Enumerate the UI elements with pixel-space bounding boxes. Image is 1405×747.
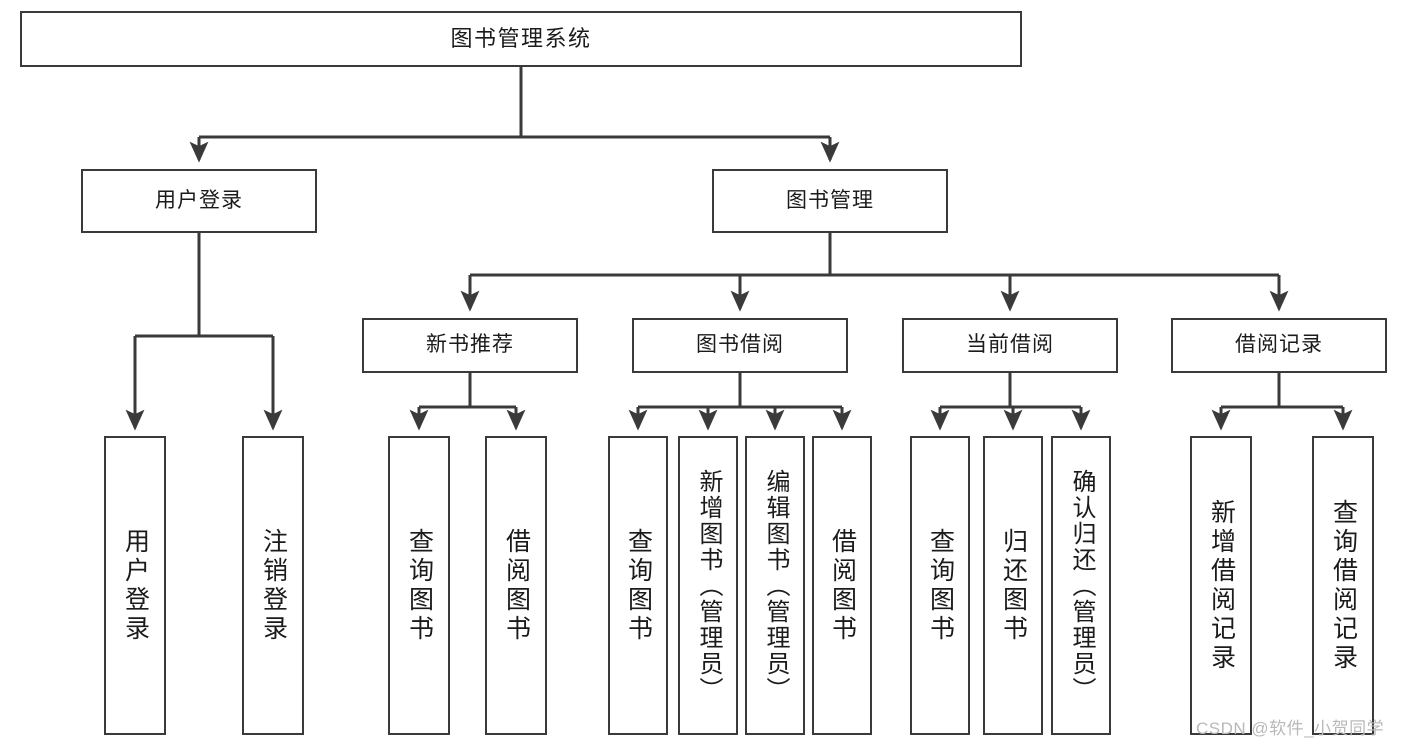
node-leaf-query-record-label: 查询借阅记录: [1329, 498, 1358, 673]
node-leaf-confirm-return[interactable]: 确认归还（管理员）: [1051, 436, 1111, 735]
node-leaf-borrow-book[interactable]: 借阅图书: [812, 436, 872, 735]
node-borrow-record[interactable]: 借阅记录: [1171, 318, 1387, 373]
node-user-login[interactable]: 用户登录: [81, 169, 317, 233]
node-user-login-label: 用户登录: [155, 188, 243, 212]
node-leaf-borrow-book-rec-label: 借阅图书: [502, 527, 531, 644]
node-leaf-query-record[interactable]: 查询借阅记录: [1312, 436, 1374, 735]
node-root[interactable]: 图书管理系统: [20, 11, 1022, 67]
node-leaf-user-logout[interactable]: 注销登录: [242, 436, 304, 735]
node-new-book-rec-label: 新书推荐: [426, 333, 514, 357]
node-leaf-query-book-rec[interactable]: 查询图书: [388, 436, 450, 735]
node-leaf-user-login[interactable]: 用户登录: [104, 436, 166, 735]
node-leaf-borrow-book-rec[interactable]: 借阅图书: [485, 436, 547, 735]
node-current-borrow[interactable]: 当前借阅: [902, 318, 1118, 373]
node-leaf-add-record[interactable]: 新增借阅记录: [1190, 436, 1252, 735]
node-leaf-edit-book[interactable]: 编辑图书（管理员）: [745, 436, 805, 735]
node-leaf-confirm-return-label: 确认归还（管理员）: [1068, 468, 1095, 703]
node-leaf-borrow-book-label: 借阅图书: [828, 527, 857, 644]
node-book-borrow[interactable]: 图书借阅: [632, 318, 848, 373]
node-borrow-record-label: 借阅记录: [1235, 333, 1323, 357]
node-leaf-return-book[interactable]: 归还图书: [983, 436, 1043, 735]
node-leaf-query-book-current[interactable]: 查询图书: [910, 436, 970, 735]
node-current-borrow-label: 当前借阅: [966, 333, 1054, 357]
node-leaf-add-record-label: 新增借阅记录: [1207, 498, 1236, 673]
node-book-manage-label: 图书管理: [786, 188, 874, 212]
node-leaf-query-book-borrow[interactable]: 查询图书: [608, 436, 668, 735]
node-book-manage[interactable]: 图书管理: [712, 169, 948, 233]
node-new-book-rec[interactable]: 新书推荐: [362, 318, 578, 373]
node-leaf-user-login-label: 用户登录: [121, 527, 150, 644]
node-leaf-query-book-current-label: 查询图书: [926, 527, 955, 644]
node-leaf-add-book[interactable]: 新增图书（管理员）: [678, 436, 738, 735]
node-leaf-query-book-rec-label: 查询图书: [405, 527, 434, 644]
node-leaf-query-book-borrow-label: 查询图书: [624, 527, 653, 644]
node-book-borrow-label: 图书借阅: [696, 333, 784, 357]
node-leaf-edit-book-label: 编辑图书（管理员）: [762, 468, 789, 703]
node-leaf-add-book-label: 新增图书（管理员）: [695, 468, 722, 703]
csdn-watermark: CSDN @软件_小贺同学: [1196, 719, 1385, 738]
node-leaf-user-logout-label: 注销登录: [259, 527, 288, 644]
node-leaf-return-book-label: 归还图书: [999, 527, 1028, 644]
node-root-label: 图书管理系统: [450, 26, 592, 52]
